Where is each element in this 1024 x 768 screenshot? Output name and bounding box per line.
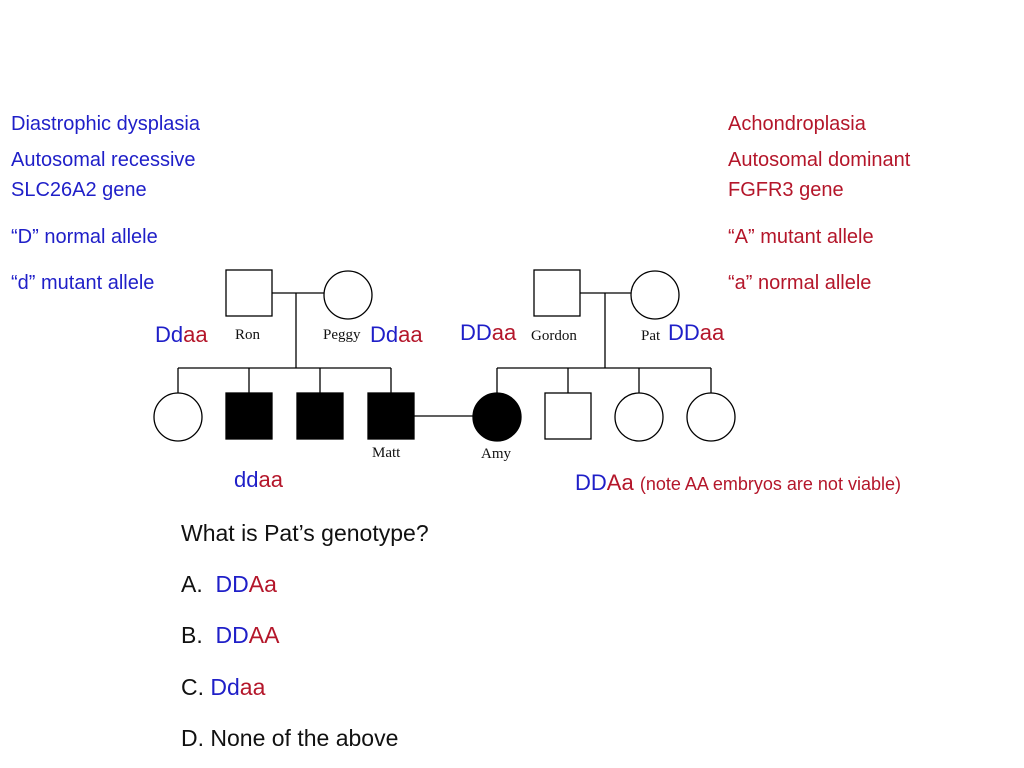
option-a-d: DD — [215, 571, 249, 597]
peggy-genotype: Ddaa — [370, 322, 423, 348]
gordon-name: Gordon — [531, 328, 577, 344]
peggy-genotype-d: Dd — [370, 322, 399, 347]
option-b-d: DD — [215, 622, 249, 648]
option-c-d: Dd — [210, 674, 240, 700]
answer-option-c: C. Ddaa — [181, 673, 265, 701]
amy-genotype: DDAa (note AA embryos are not viable) — [575, 470, 901, 497]
right-allele-mutant: “A” mutant allele — [728, 226, 874, 248]
ron-genotype: Ddaa — [155, 322, 208, 348]
family2-child4-symbol — [686, 392, 736, 442]
matt-symbol — [367, 392, 415, 440]
pat-genotype-d: DD — [668, 320, 700, 345]
ron-name: Ron — [235, 327, 261, 343]
left-inheritance: Autosomal recessive — [11, 149, 196, 171]
family1-child2-symbol — [225, 392, 273, 440]
gordon-genotype: DDaa — [460, 320, 516, 346]
option-c-prefix: C. — [181, 674, 204, 700]
option-a-prefix: A. — [181, 571, 203, 597]
pat-symbol — [630, 270, 680, 320]
family2-child2-symbol — [544, 392, 592, 440]
option-b-prefix: B. — [181, 622, 203, 648]
family2-child3-symbol — [614, 392, 664, 442]
peggy-symbol — [323, 270, 373, 320]
left-gene: SLC26A2 gene — [11, 179, 147, 201]
option-b-a: AA — [248, 622, 280, 648]
answer-option-a: A. DDAa — [181, 570, 277, 598]
gordon-genotype-d: DD — [460, 320, 492, 345]
right-inheritance: Autosomal dominant — [728, 149, 911, 171]
matt-genotype-d: dd — [234, 467, 259, 492]
pat-genotype: DDaa — [668, 320, 724, 346]
matt-name: Matt — [372, 445, 401, 461]
amy-genotype-a: Aa — [606, 470, 634, 495]
matt-genotype: ddaa — [234, 467, 283, 493]
amy-note: (note AA embryos are not viable) — [639, 474, 901, 494]
left-allele-mutant: “d” mutant allele — [11, 272, 155, 294]
family1-child1-symbol — [153, 392, 203, 442]
left-allele-normal: “D” normal allele — [11, 226, 158, 248]
ron-genotype-a: aa — [183, 322, 208, 347]
family1-child3-symbol — [296, 392, 344, 440]
amy-symbol — [472, 392, 522, 442]
ron-symbol — [225, 269, 273, 317]
amy-name: Amy — [481, 446, 511, 462]
amy-genotype-d: DD — [575, 470, 607, 495]
right-title: Achondroplasia — [728, 113, 866, 135]
ron-genotype-d: Dd — [155, 322, 184, 347]
option-c-a: aa — [239, 674, 266, 700]
gordon-symbol — [533, 269, 581, 317]
question-prompt: What is Pat’s genotype? — [181, 520, 429, 546]
matt-genotype-a: aa — [258, 467, 283, 492]
answer-option-b: B. DDAA — [181, 621, 279, 649]
gordon-genotype-a: aa — [491, 320, 517, 345]
right-gene: FGFR3 gene — [728, 179, 844, 201]
option-d-prefix: D. — [181, 725, 204, 751]
left-title: Diastrophic dysplasia — [11, 113, 200, 135]
peggy-genotype-a: aa — [398, 322, 423, 347]
pat-name: Pat — [641, 328, 661, 344]
option-d-text: None of the above — [210, 725, 399, 751]
pat-genotype-a: aa — [699, 320, 725, 345]
option-a-a: Aa — [248, 571, 277, 597]
answer-option-d: D. None of the above — [181, 724, 398, 752]
peggy-name: Peggy — [323, 327, 361, 343]
right-allele-normal: “a” normal allele — [728, 272, 872, 294]
